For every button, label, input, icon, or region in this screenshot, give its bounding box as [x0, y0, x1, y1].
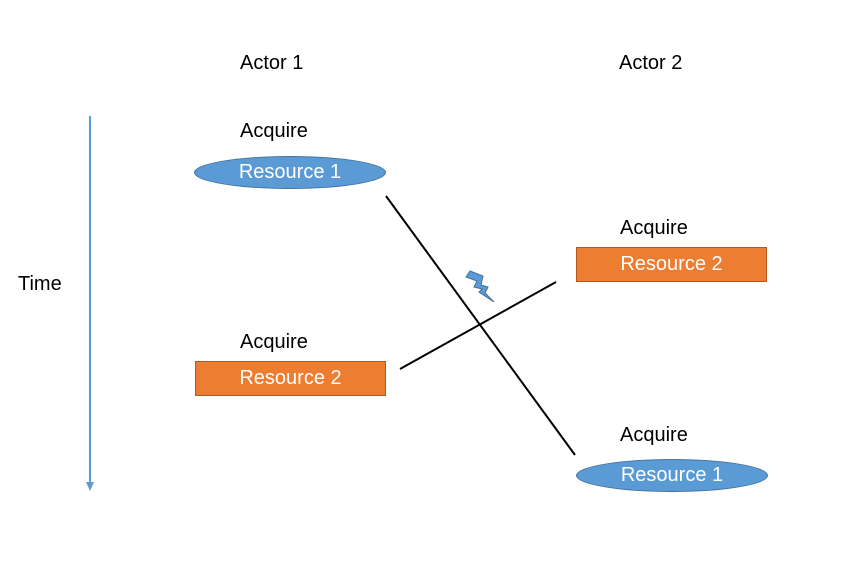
time-label: Time [18, 273, 62, 295]
time-arrow-head [86, 482, 94, 491]
wait-line-resource-2 [399, 281, 557, 370]
event-2-resource-label: Resource 2 [620, 253, 723, 275]
actor-1-header: Actor 1 [240, 52, 304, 74]
event-3-resource-label: Resource 2 [239, 367, 342, 389]
event-2-resource-2-box: Resource 2 [576, 247, 767, 282]
event-1-resource-label: Resource 1 [238, 161, 342, 183]
wait-line-resource-1 [385, 195, 576, 456]
event-3-resource-2-box: Resource 2 [195, 361, 386, 396]
event-1-resource-1-ellipse: Resource 1 [194, 156, 386, 189]
event-4-resource-1-ellipse: Resource 1 [576, 459, 768, 492]
event-4-action: Acquire [620, 424, 688, 446]
event-4-resource-label: Resource 1 [620, 464, 724, 486]
event-3-action: Acquire [240, 331, 308, 353]
event-2-action: Acquire [620, 217, 688, 239]
actor-2-header: Actor 2 [619, 52, 683, 74]
event-1-action: Acquire [240, 120, 308, 142]
lightning-bolt-icon [465, 270, 495, 303]
